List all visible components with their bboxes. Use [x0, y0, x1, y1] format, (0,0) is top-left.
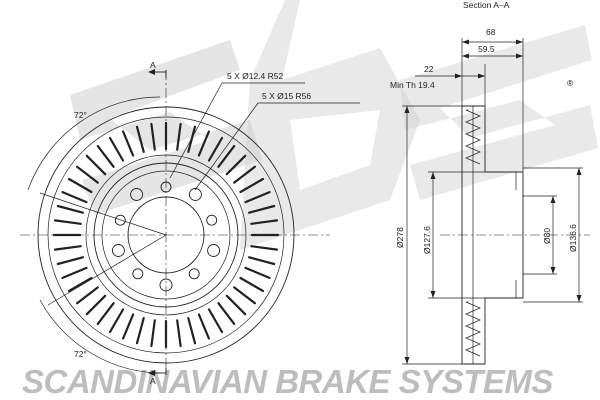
vent-slot	[244, 191, 271, 204]
vent-slot	[56, 256, 85, 266]
vent-slot	[225, 294, 247, 316]
vent-slot	[250, 219, 279, 225]
center-bore	[127, 196, 205, 274]
hat-step	[101, 170, 231, 300]
vent-slot	[56, 204, 85, 214]
section-marker-bottom: A	[150, 376, 156, 386]
pilot-hole	[130, 188, 144, 201]
vent-slot	[67, 276, 93, 293]
bolt-hole	[188, 268, 200, 280]
section-arrowhead-top	[148, 69, 155, 75]
overall-height-label: 68	[486, 27, 496, 37]
vent-slot	[239, 276, 265, 293]
angle-arc-bottom	[39, 299, 161, 374]
vent-slot	[248, 204, 276, 214]
vent-slot	[67, 177, 93, 194]
section-title: Section A–A	[463, 0, 510, 10]
inner-diameter-label: Ø127.6	[422, 226, 432, 254]
vent-slot	[75, 286, 99, 305]
vent-slot	[233, 165, 256, 184]
vent-slot	[248, 256, 276, 266]
sbs-logo-watermark	[70, 0, 598, 250]
min-thickness-label: Min Th 19.4	[390, 80, 435, 90]
vent-slot	[61, 191, 88, 204]
hat-height-label: 59.5	[478, 44, 495, 54]
vent-slot	[187, 125, 197, 153]
pilot-hole	[207, 244, 221, 257]
rotor-profile	[461, 105, 524, 365]
vent-slot	[108, 308, 125, 334]
vent-slot	[61, 266, 88, 279]
vent-slot	[150, 122, 156, 151]
registered-mark: ®	[567, 78, 574, 88]
pilot-hole	[159, 278, 173, 292]
disc-outer-edge	[37, 106, 295, 364]
vent-slot	[135, 317, 145, 345]
bolt-hole	[206, 214, 218, 226]
vent-outer-ring	[47, 116, 285, 354]
vent-slot	[217, 145, 236, 168]
vent-slot	[244, 266, 271, 279]
section-arrowhead-bottom	[148, 370, 155, 376]
vent-slot	[135, 125, 145, 153]
vent-slot	[53, 219, 82, 225]
dim-arrows-68	[462, 39, 523, 45]
section-marker-top: A	[150, 60, 156, 70]
dim-arrows-59-5	[462, 53, 523, 59]
vent-slot	[121, 313, 135, 340]
vane-zigzag	[465, 109, 481, 357]
vane-pattern	[465, 301, 481, 357]
vent-slot	[187, 317, 197, 345]
pilot-hole	[188, 188, 202, 201]
bolt-hole-leader	[169, 82, 223, 179]
vent-slot	[96, 145, 115, 168]
pilot-hole	[111, 244, 125, 257]
vent-slot	[233, 286, 256, 305]
angle-arc-top	[27, 96, 161, 191]
vent-slot	[176, 122, 182, 151]
pilot-hole-leader	[194, 102, 259, 191]
vent-slot	[217, 302, 236, 325]
vent-slot	[75, 165, 99, 184]
vent-slot	[96, 302, 115, 325]
vent-slot	[150, 319, 156, 348]
bolt-hole	[160, 181, 172, 193]
vent-slot	[207, 308, 224, 334]
dim-arrows-22	[455, 73, 485, 79]
vent-slot	[53, 245, 82, 251]
bolt-holes-label: 5 X Ø12.4 R52	[227, 71, 284, 81]
vent-slot	[225, 154, 247, 176]
bolt-hole	[114, 214, 126, 226]
ventilation-slots	[52, 121, 280, 349]
outer-diameter-label: Ø278	[395, 227, 405, 248]
front-view: A A 5 X Ø12.4 R52 5 X Ø15 R56 72° 72°	[20, 60, 360, 386]
bolt-hole	[132, 268, 144, 280]
section-view: Section A–A 68 59.5 22 Min Th 19.4 Ø27	[390, 0, 590, 365]
bolt-holes	[111, 181, 221, 292]
angle-label-bottom: 72°	[74, 349, 87, 359]
vane-pattern	[465, 109, 481, 165]
vent-slot	[197, 130, 210, 157]
vent-slot	[239, 177, 265, 194]
angle-ref-top	[39, 192, 167, 236]
angle-ref-bottom	[47, 234, 167, 306]
vent-slot	[108, 136, 125, 162]
company-name-watermark: SCANDINAVIAN BRAKE SYSTEMS	[22, 363, 553, 400]
vent-slot	[85, 154, 107, 176]
center-bore-label: Ø80	[542, 228, 552, 244]
vent-slot	[176, 319, 182, 348]
vent-inner-ring	[85, 154, 247, 316]
hat-outer-edge	[93, 162, 239, 308]
vent-slot	[207, 136, 224, 162]
vent-slot	[197, 313, 210, 340]
vent-slot	[121, 130, 135, 157]
vent-slot	[85, 294, 107, 316]
thickness-label: 22	[424, 64, 434, 74]
angle-label-top: 72°	[74, 110, 87, 120]
vent-slot	[250, 245, 279, 251]
pilot-holes-label: 5 X Ø15 R56	[262, 91, 311, 101]
hat-diameter-label: Ø136.6	[568, 224, 578, 252]
